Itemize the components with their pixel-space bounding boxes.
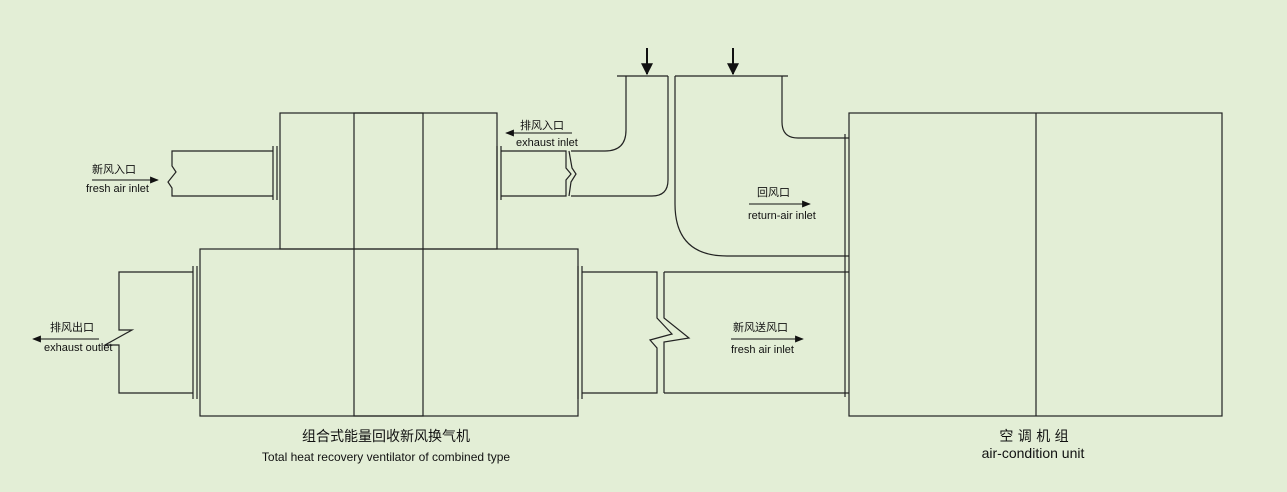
heat-exchanger-core (353, 112, 424, 417)
exhaust-inlet-duct (496, 48, 669, 200)
fresh-air-supply-duct (577, 134, 849, 399)
heat-recovery-ventilator (199, 112, 579, 417)
fresh-air-inlet-label-en: fresh air inlet (86, 183, 149, 195)
fresh-air-inlet-label-zh: 新风入口 (92, 162, 136, 176)
return-air-inlet-label-zh: 回风口 (757, 186, 790, 199)
exhaust-outlet-label-en: exhaust outlet (44, 342, 113, 354)
air-condition-unit (848, 112, 1223, 417)
return-air-inlet-label-en: return-air inlet (748, 210, 816, 222)
return-air-duct (674, 48, 849, 257)
exhaust-outlet-label-zh: 排风出口 (50, 320, 94, 334)
exhaust-inlet-label-en: exhaust inlet (516, 137, 578, 149)
ventilator-upper-section (279, 112, 498, 250)
exhaust-inlet-label-zh: 排风入口 (520, 118, 564, 132)
ac-unit-caption-zh: 空 调 机 组 (999, 429, 1068, 445)
fresh-air-supply-label-en: fresh air inlet (731, 344, 794, 356)
ventilator-lower-section (199, 248, 579, 417)
ac-unit-caption-en: air-condition unit (982, 445, 1085, 461)
fresh-air-supply-label-zh: 新风送风口 (733, 320, 788, 334)
fresh-air-inlet-duct (167, 146, 278, 200)
exhaust-outlet-duct (102, 266, 198, 399)
ventilator-caption-zh: 组合式能量回收新风换气机 (302, 428, 470, 445)
ventilator-caption-en: Total heat recovery ventilator of combin… (262, 450, 510, 464)
